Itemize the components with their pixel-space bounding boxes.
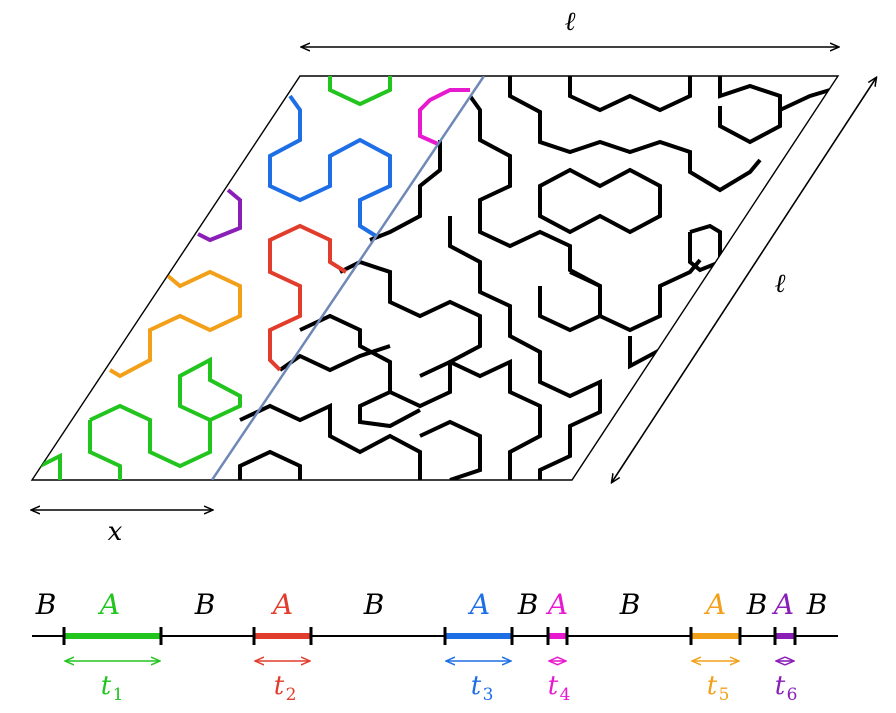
hex-path-tiling	[39, 76, 831, 480]
segment-label-b: B	[517, 588, 539, 621]
green-path	[39, 76, 392, 480]
rhombus-outline	[30, 75, 840, 481]
duration-label-5: t	[707, 671, 718, 701]
duration-label-1: t	[101, 671, 112, 701]
segment-label-a: A	[97, 588, 120, 621]
magenta-path	[418, 88, 470, 146]
blue-path	[268, 94, 392, 238]
duration-index-6: 6	[787, 685, 798, 705]
length-top-label: ℓ	[565, 7, 576, 37]
length-side-label: ℓ	[775, 269, 786, 299]
segment-label-b: B	[619, 588, 641, 621]
duration-index-3: 3	[483, 685, 494, 705]
segment-label-b: B	[363, 588, 385, 621]
duration-index-5: 5	[719, 685, 730, 705]
duration-index-4: 4	[560, 685, 571, 705]
duration-label-6: t	[775, 671, 786, 701]
duration-label-4: t	[548, 671, 559, 701]
duration-index-2: 2	[286, 685, 297, 705]
segment-label-b: B	[746, 588, 768, 621]
orange-path	[108, 269, 242, 379]
duration-label-3: t	[471, 671, 482, 701]
segment-label-b: B	[806, 588, 828, 621]
segment-label-b: B	[35, 588, 57, 621]
length-side-arrow	[612, 78, 876, 482]
offset-label: x	[108, 517, 123, 547]
segment-label-a: A	[545, 588, 568, 621]
segment-label-b: B	[194, 588, 216, 621]
duration-index-1: 1	[113, 685, 124, 705]
cut-line	[210, 76, 486, 480]
segment-label-a: A	[270, 588, 293, 621]
purple-path	[197, 188, 242, 243]
black-paths	[238, 76, 831, 480]
segment-label-a: A	[771, 588, 794, 621]
segment-label-a: A	[703, 588, 726, 621]
duration-label-2: t	[274, 671, 285, 701]
red-path	[268, 223, 348, 372]
segment-label-a: A	[467, 588, 490, 621]
